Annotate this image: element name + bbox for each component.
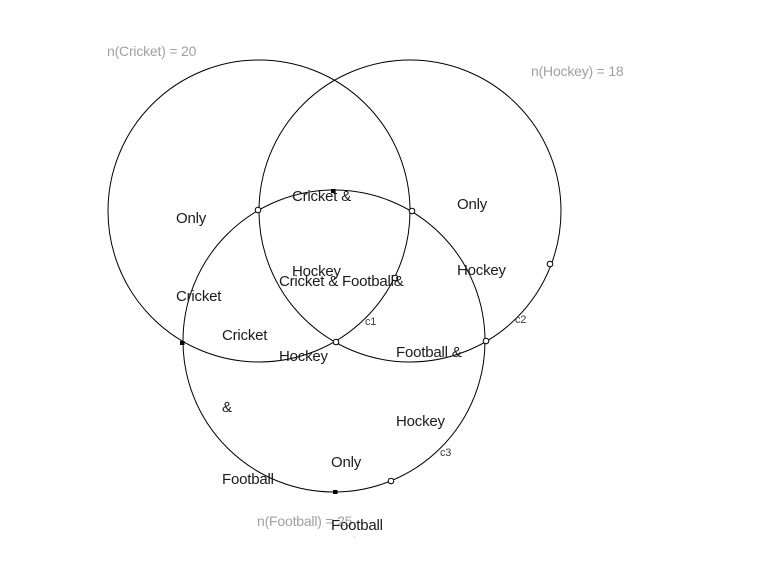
region-cricket-hockey-label: Cricket & Hockey (292, 134, 351, 334)
region-cricket-football-line3: Football (222, 471, 274, 488)
region-cricket-football-label: Cricket & Football (222, 276, 274, 540)
point-cricket-football-right-intersection (408, 207, 416, 215)
region-only-hockey-line1: Only (457, 196, 488, 213)
region-cricket-hockey-line2: Hockey (292, 263, 341, 280)
curve-label-c3: c3 (440, 447, 452, 459)
region-only-hockey-label: Only Hockey (457, 150, 506, 326)
region-cricket-football-hockey-label: Cricket & Football& Hockey (279, 219, 404, 419)
region-only-football-line2: Football (331, 517, 383, 534)
point-football-circle-top (331, 189, 336, 193)
point-on-cricket-circle (391, 274, 399, 282)
region-football-hockey-label: Football & Hockey (396, 295, 462, 479)
point-on-football-circle (387, 477, 395, 485)
region-cricket-hockey-line1: Cricket & (292, 188, 352, 205)
region-cricket-football-hockey-line2: Hockey (279, 348, 328, 365)
point-cricket-hockey-bottom-intersection (332, 338, 340, 346)
point-hockey-football-right-intersection (482, 337, 490, 345)
region-cricket-football-hockey-line1: Cricket & Football& (279, 273, 404, 290)
region-only-football-label: Only Football (331, 410, 383, 564)
point-hockey-football-left-intersection (254, 206, 262, 214)
point-cricket-football-left-intersection (180, 341, 185, 345)
region-only-cricket-line1: Only (176, 210, 207, 227)
region-cricket-football-line2: & (222, 399, 232, 416)
region-only-cricket-label: Only Cricket (176, 154, 221, 362)
point-on-hockey-circle (546, 260, 554, 268)
curve-label-c1: c1 (365, 316, 377, 328)
region-football-hockey-line2: Hockey (396, 413, 445, 430)
region-only-hockey-line2: Hockey (457, 262, 506, 279)
point-football-circle-bottom (333, 490, 338, 494)
region-only-football-line1: Only (331, 454, 362, 471)
cricket-count-label: n(Cricket) = 20 (107, 43, 197, 59)
region-football-hockey-line1: Football & (396, 344, 462, 361)
hockey-count-label: n(Hockey) = 18 (531, 63, 624, 79)
region-only-cricket-line2: Cricket (176, 288, 222, 305)
football-count-label: n(Football) = 25 (257, 513, 353, 529)
stray-tick-mark: ´ (353, 536, 357, 548)
region-cricket-football-line1: Cricket (222, 327, 268, 344)
curve-label-c2: c2 (515, 314, 527, 326)
